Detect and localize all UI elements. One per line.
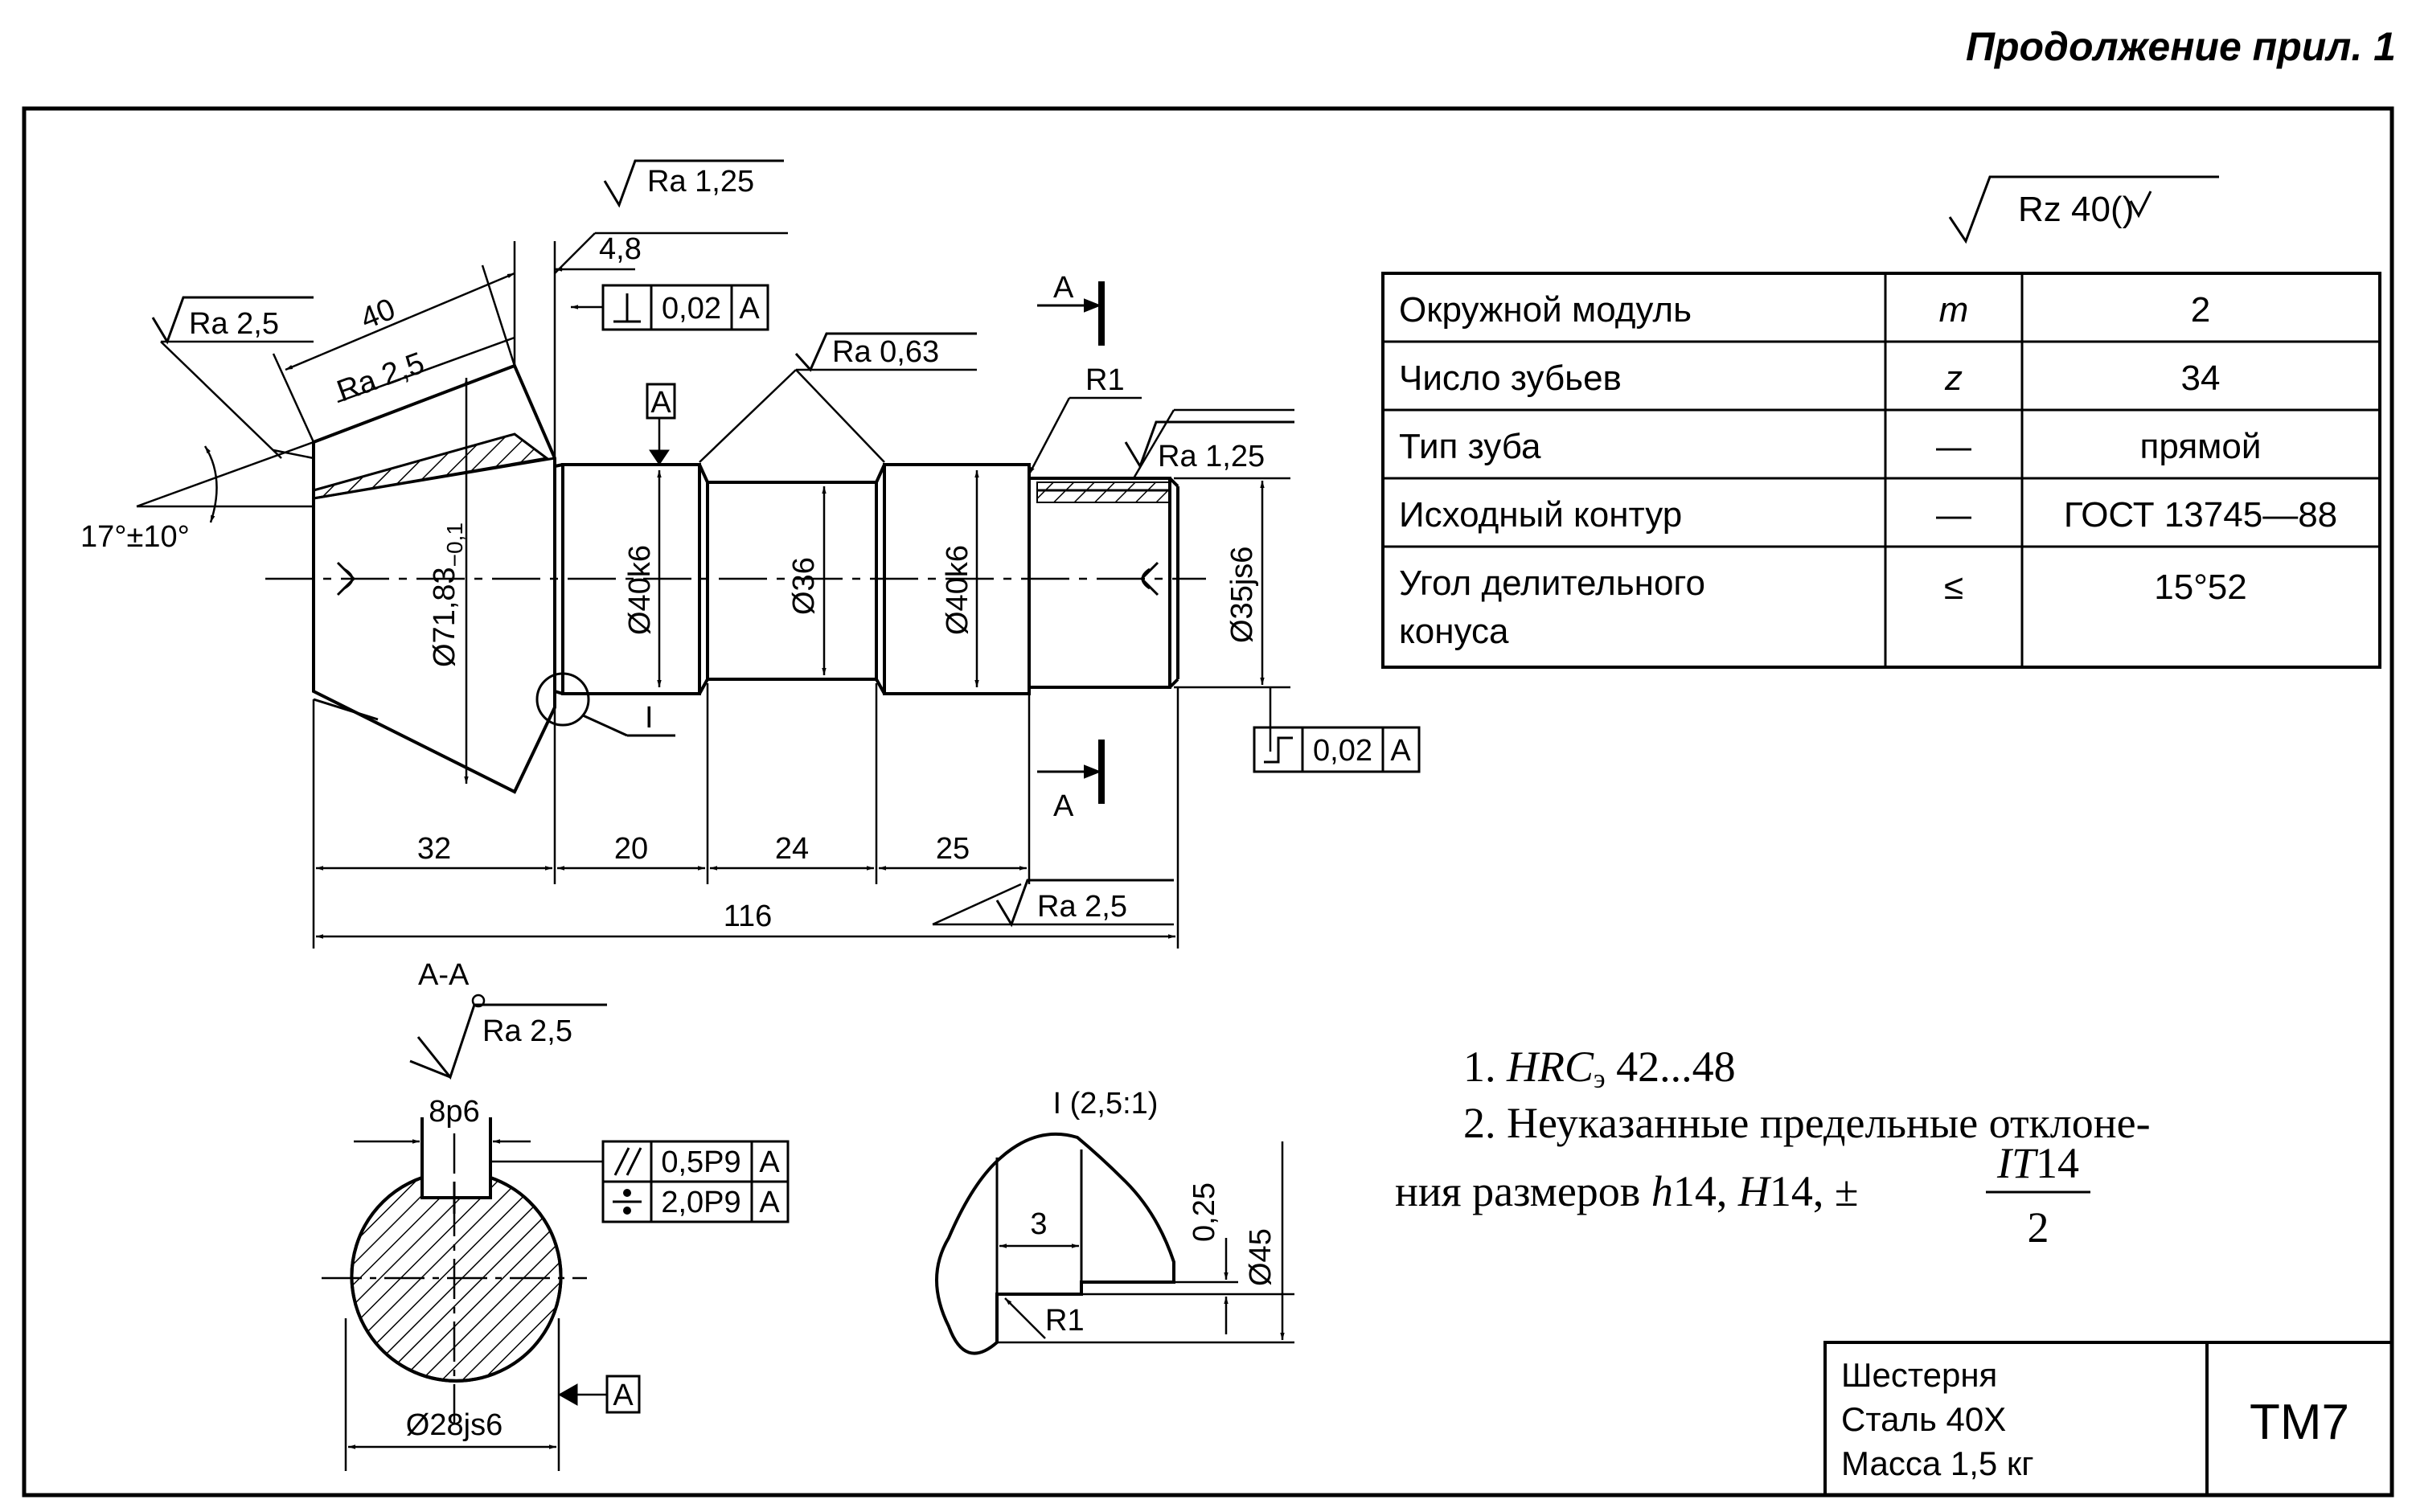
perp-value: 0,02 xyxy=(662,292,721,326)
detail-ref: I xyxy=(645,701,654,735)
dim-d36: Ø36 xyxy=(787,557,821,615)
parallel-base: A xyxy=(759,1145,780,1179)
symmetry-base: A xyxy=(759,1186,780,1219)
note-2-line2: ния размеров h14, H14, ± xyxy=(1395,1167,1858,1215)
dim-d35js6: Ø35js6 xyxy=(1225,547,1259,643)
datum-a-section: A xyxy=(613,1379,634,1412)
param-value-tooth-type: прямой xyxy=(2140,427,2262,466)
perp-base: A xyxy=(739,292,760,326)
roughness-section: Ra 2,5 xyxy=(482,1014,572,1048)
dim-40: 40 xyxy=(356,293,400,337)
dim-24: 24 xyxy=(775,832,809,866)
note-2-fraction-den: 2 xyxy=(2028,1203,2049,1252)
roughness-neck: Ra 0,63 xyxy=(832,335,939,369)
dim-4-8: 4,8 xyxy=(599,232,642,266)
shaft-end xyxy=(1028,477,1171,689)
roughness-top: Ra 1,25 xyxy=(647,165,754,199)
param-value-contour: ГОСТ 13745—88 xyxy=(2064,495,2337,535)
roughness-bottom: Ra 2,5 xyxy=(1037,890,1127,924)
dim-d40k6-left: Ø40k6 xyxy=(623,545,657,635)
detail-label: I (2,5:1) xyxy=(1053,1087,1159,1121)
part-mass: Масса 1,5 кг xyxy=(1841,1444,2034,1482)
roughness-marks xyxy=(151,159,2219,1080)
param-symbol-module: m xyxy=(1939,290,1969,330)
tooth-section xyxy=(312,432,550,500)
note-2-line1: 2. Неуказанные предельные отклоне- xyxy=(1463,1099,2151,1147)
part-material: Сталь 40Х xyxy=(1841,1400,2006,1438)
section-a-a xyxy=(322,994,790,1471)
general-roughness: Rz 40() xyxy=(2018,190,2134,229)
radius-r1: R1 xyxy=(1085,363,1125,397)
cut-label-top: А xyxy=(1053,271,1074,305)
param-value-cone-angle: 15°52 xyxy=(2154,568,2246,607)
param-value-teeth: 34 xyxy=(2181,359,2221,398)
dim-116: 116 xyxy=(724,899,773,933)
main-view xyxy=(136,232,1421,949)
param-name-cone-angle-2: конуса xyxy=(1399,612,1509,651)
key-width: 8p6 xyxy=(429,1095,479,1129)
roughness-cone: Ra 2,5 xyxy=(333,346,429,409)
cut-label-bottom: А xyxy=(1053,789,1074,823)
dim-d40k6-right: Ø40k6 xyxy=(941,545,974,635)
params-table xyxy=(1381,272,2381,669)
dim-angle: 17°±10° xyxy=(80,520,190,554)
param-value-module: 2 xyxy=(2191,290,2210,330)
detail-view xyxy=(935,1132,1294,1355)
param-symbol-cone-angle: ≤ xyxy=(1944,568,1963,607)
note-1: 1. HRCэ 42...48 xyxy=(1463,1043,1736,1094)
roughness-end: Ra 1,25 xyxy=(1158,440,1265,473)
drawing-frame xyxy=(22,106,2394,1498)
runout-value: 0,02 xyxy=(1313,734,1372,768)
detail-dim-3: 3 xyxy=(1030,1207,1047,1241)
param-name-module: Окружной модуль xyxy=(1399,290,1692,330)
journal-left xyxy=(561,463,701,695)
detail-dim-025: 0,25 xyxy=(1188,1182,1221,1242)
detail-radius: R1 xyxy=(1045,1304,1085,1338)
symmetry-value: 2,0P9 xyxy=(661,1186,740,1219)
title-block xyxy=(1823,1341,2394,1497)
drawing-code: ТМ7 xyxy=(2250,1395,2349,1450)
param-symbol-contour: — xyxy=(1936,495,1971,535)
part-name: Шестерня xyxy=(1841,1356,1997,1394)
dim-d71-83: Ø71,83−0,1 xyxy=(428,522,467,667)
note-2-fraction-num: IT14 xyxy=(1996,1139,2079,1187)
section-label: А-А xyxy=(418,958,470,992)
detail-circle xyxy=(535,672,590,727)
neck xyxy=(698,464,886,484)
param-name-teeth: Число зубьев xyxy=(1399,359,1622,398)
center-hole-left xyxy=(336,561,356,596)
param-name-cone-angle: Угол делительного xyxy=(1399,563,1705,603)
dim-25: 25 xyxy=(936,832,970,866)
parallel-value: 0,5P9 xyxy=(661,1145,740,1179)
param-symbol-teeth: z xyxy=(1944,359,1963,398)
roughness-left: Ra 2,5 xyxy=(189,307,279,341)
dim-20: 20 xyxy=(614,832,648,866)
datum-a: A xyxy=(650,386,671,420)
param-name-tooth-type: Тип зуба xyxy=(1399,427,1541,466)
runout-base: A xyxy=(1390,734,1411,768)
param-name-contour: Исходный контур xyxy=(1399,495,1682,535)
dim-32: 32 xyxy=(417,832,451,866)
section-diameter: Ø28js6 xyxy=(406,1408,503,1442)
page-header: Продолжение прил. 1 xyxy=(1966,24,2396,69)
detail-dim-45: Ø45 xyxy=(1244,1228,1278,1286)
param-symbol-tooth-type: — xyxy=(1936,427,1971,466)
